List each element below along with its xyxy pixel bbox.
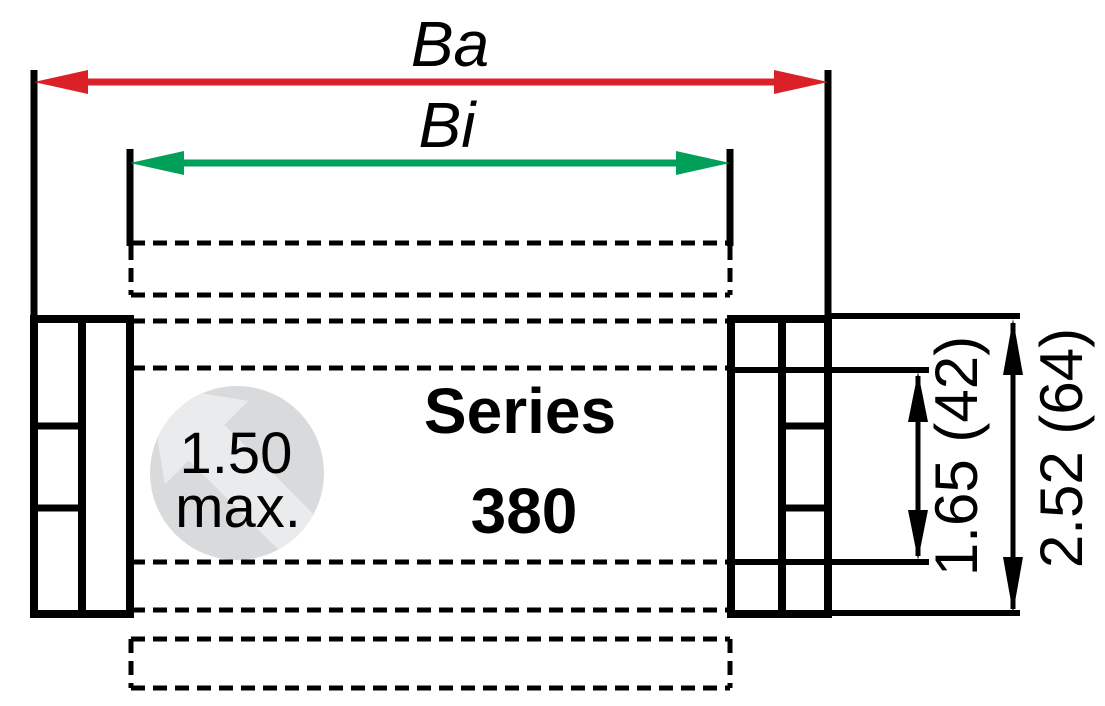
inner-height-dimension: 1.65 (42) [908,336,990,576]
outer-height-dimension: 2.52 (64) [1003,319,1095,613]
right-side-band [727,313,1020,618]
series-title: Series 380 [424,375,616,547]
ba-arrowhead-left [34,70,88,94]
watermark-value: 1.50 [180,421,293,486]
series-title-line1: Series [424,375,616,447]
bi-label: Bi [419,89,478,161]
inner-height-arrowhead-down [908,510,928,560]
inner-height-arrowhead-up [908,372,928,422]
left-side-band [30,315,134,618]
inner-width-dimension: Bi [126,89,734,246]
cavity-dashed-lines [128,240,733,691]
watermark-text: 1.50 max. [175,421,301,540]
ba-label: Ba [411,8,489,80]
series-title-line2: 380 [471,475,578,547]
outer-height-arrowhead-up [1003,319,1023,375]
bi-arrowhead-right [676,151,730,175]
watermark-qualifier: max. [175,475,301,540]
ba-arrowhead-right [774,70,828,94]
inner-height-label: 1.65 (42) [923,336,990,576]
outer-width-dimension: Ba [30,8,832,317]
outer-height-label: 2.52 (64) [1028,328,1095,568]
bi-arrowhead-left [130,151,184,175]
outer-height-arrowhead-down [1003,557,1023,613]
